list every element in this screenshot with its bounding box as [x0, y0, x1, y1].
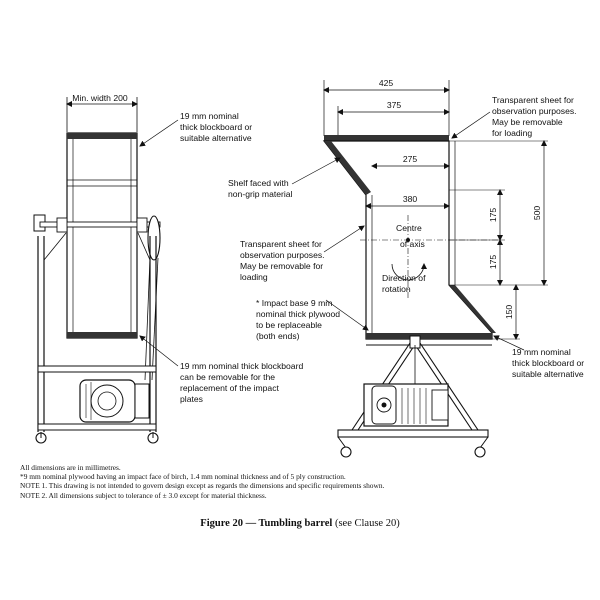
bottom-board-note: 19 mm nominal thick blockboard can be re… — [180, 361, 306, 404]
rotation-label: Direction of rotation — [382, 273, 428, 294]
left-view: Min. width 200 — [33, 93, 306, 444]
figure-caption: Figure 20 — Tumbling barrel (see Clause … — [0, 518, 600, 529]
note-plywood: *9 mm nominal plywood having an impact f… — [20, 472, 346, 482]
dim-375: 375 — [387, 100, 402, 110]
top-board-note: 19 mm nominal thick blockboard or suitab… — [180, 111, 255, 143]
drive-pulley — [147, 215, 161, 261]
dim-275: 275 — [403, 154, 418, 164]
frame-rail-upper — [37, 365, 157, 373]
figure-reference: (see Clause 20) — [332, 518, 400, 529]
dim-150: 150 — [504, 305, 514, 320]
figure-title: Figure 20 — Tumbling barrel — [200, 518, 333, 529]
note-units: All dimensions are in millimetres. — [20, 463, 121, 472]
shelf — [324, 141, 371, 195]
rotation-arrow — [391, 263, 427, 281]
note-1: NOTE 1. This drawing is not intended to … — [20, 481, 385, 491]
stand-base — [337, 429, 489, 438]
right-top-board — [324, 135, 449, 141]
impact-base-note: * Impact base 9 mm nominal thick plywood… — [256, 298, 342, 341]
shelf-note: Shelf faced with non-grip material — [228, 178, 293, 199]
bottom-board — [67, 332, 137, 338]
right-bottom-board — [366, 333, 492, 339]
note-2: NOTE 2. All dimensions subject to tolera… — [20, 490, 267, 500]
bottom-right-note: 19 mm nominal thick blockboard or suitab… — [512, 347, 587, 379]
bottom-board-leader — [139, 335, 179, 367]
barrel-body — [66, 132, 138, 339]
dim-500: 500 — [532, 206, 542, 221]
width-label: Min. width 200 — [72, 93, 128, 103]
axle — [39, 221, 161, 228]
dim-425: 425 — [379, 78, 394, 88]
dim-380: 380 — [403, 194, 418, 204]
transparent-left-note: Transparent sheet for observation purpos… — [240, 239, 327, 282]
dim-175-bottom: 175 — [488, 255, 498, 270]
frame-rail-lower — [37, 423, 157, 431]
right-castor-right — [474, 446, 486, 458]
drawing-notes: All dimensions are in millimetres. *9 mm… — [20, 463, 580, 500]
top-board-leader — [139, 119, 179, 147]
right-castor-left — [340, 446, 352, 458]
top-board — [67, 133, 137, 139]
dim-175-top: 175 — [488, 208, 498, 223]
centre-axis-label: Centre of axis — [396, 223, 425, 249]
right-view: 425 375 275 380 175 175 500 — [228, 78, 587, 458]
transparent-top-note: Transparent sheet for observation purpos… — [492, 95, 579, 138]
drive-belt — [144, 257, 151, 381]
